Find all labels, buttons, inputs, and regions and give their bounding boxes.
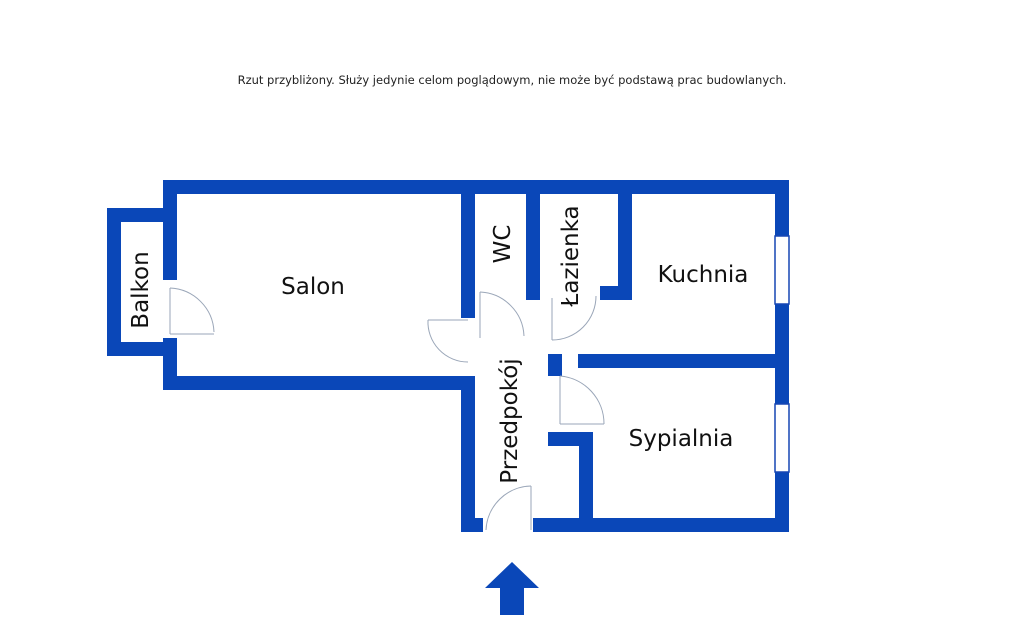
doors [169,287,605,531]
wall-hall-left [461,376,475,532]
wall-salon-wc [461,180,475,318]
wall-lazienka-kuchnia [618,180,632,300]
door-sypialnia-arc [559,375,605,425]
wall-top [163,180,789,194]
wall-kuchnia-sypialnia [578,354,789,368]
window-sypialnia [774,403,790,473]
wall-balkon-left [107,208,121,356]
wall-hall-sypialnia [579,432,593,532]
door-wc-arc [479,291,525,337]
wall-balkon-bottom [107,342,177,356]
wall-salon-bottom [163,376,475,390]
wall-hall-notch [548,354,562,376]
room-label-sypialnia: Sypialnia [629,426,734,452]
door-entry-arc [485,485,532,531]
window-kuchnia [774,235,790,305]
room-label-salon: Salon [281,274,345,300]
room-label-wc: WC [490,225,516,264]
wall-right-3 [775,472,789,532]
wall-salon-left-top [163,180,177,280]
door-balkon-arc [169,287,215,333]
room-label-balkon: Balkon [128,251,154,328]
wall-hall-sypialnia-foot [548,432,593,446]
disclaimer-text: Rzut przybliżony. Służy jedynie celom po… [238,73,787,87]
walls [107,180,789,532]
room-label-kuchnia: Kuchnia [658,262,749,288]
door-lazienka-arc [551,295,597,341]
wall-bottom-right [533,518,789,532]
room-label-lazienka: Łazienka [558,205,584,307]
door-salon-arc [427,319,469,363]
wall-lazienka-kuchnia-foot [600,286,632,300]
arrow-up-icon [485,562,539,615]
wall-balkon-top [107,208,177,222]
wall-right-1 [775,180,789,236]
room-label-przedpokoj: Przedpokój [497,358,523,483]
wall-wc-lazienka [526,180,540,300]
